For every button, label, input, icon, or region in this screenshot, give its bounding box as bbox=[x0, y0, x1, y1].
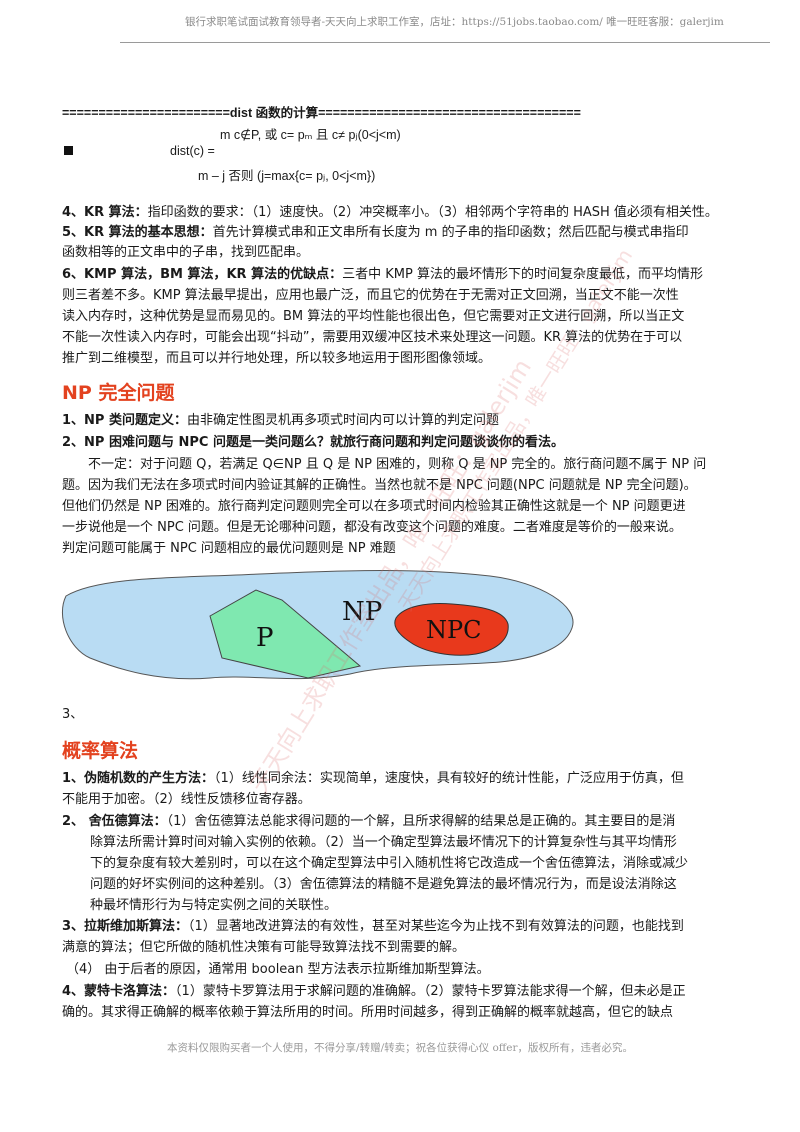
kr-item-5-cont: 函数相等的正文串中的子串，找到匹配串。 bbox=[62, 245, 310, 260]
prob-item-4: 4、蒙特卡洛算法：（1）蒙特卡罗算法用于求解问题的准确解。（2）蒙特卡罗算法能求… bbox=[62, 984, 686, 999]
prob-item-4-l2: 确的。其求得正确解的概率依赖于算法所用的时间。所用时间越多，得到正确解的概率就越… bbox=[62, 1005, 674, 1020]
dist-case-1: m c∉P, 或 c= pₘ 且 c≠ pⱼ(0<j<m) bbox=[220, 128, 401, 142]
np-paragraph-2: 题。因为我们无法在多项式时间内验证其解的正确性。当然也就不是 NPC 问题(NP… bbox=[62, 478, 697, 493]
kr-item-6-l5: 推广到二维模型，而且可以并行地处理，所以较多地运用于图形图像领域。 bbox=[62, 351, 492, 366]
bullet-square-icon bbox=[64, 146, 73, 155]
dist-definition: dist(c) = bbox=[170, 144, 215, 158]
diagram-label-p: P bbox=[256, 623, 274, 653]
np-paragraph-4: 一步说他是一个 NPC 问题。但是无论哪种问题，都没有改变这个问题的难度。二者难… bbox=[62, 520, 682, 535]
prob-item-1-cont: 不能用于加密。（2）线性反馈移位寄存器。 bbox=[62, 792, 311, 807]
p-region bbox=[209, 589, 362, 679]
npc-region bbox=[394, 603, 509, 656]
prob-item-3-l3: （4） 由于后者的原因，通常用 boolean 型方法表示拉斯维加斯型算法。 bbox=[66, 962, 490, 977]
diagram-label-npc: NPC bbox=[426, 616, 482, 644]
np-item-1: 1、NP 类问题定义：由非确定性图灵机再多项式时间内可以计算的判定问题 bbox=[62, 413, 499, 428]
kr-item-4: 4、KR 算法：指印函数的要求：（1）速度快。（2）冲突概率小。（3）相邻两个字… bbox=[62, 205, 718, 220]
page-footer: 本资料仅限购买者一个人使用，不得分享/转赠/转卖；祝各位获得心仪 offer，版… bbox=[167, 1042, 633, 1054]
np-complexity-diagram: NP P NPC bbox=[61, 570, 574, 680]
prob-item-3: 3、拉斯维加斯算法：（1）显著地改进算法的有效性，甚至对某些迄今为止找不到有效算… bbox=[62, 919, 684, 934]
prob-heading: 概率算法 bbox=[62, 740, 139, 762]
kr-item-6-l3: 读入内存时，这种优势是显而易见的。BM 算法的平均性能也很出色，但它需要对正文进… bbox=[62, 309, 685, 324]
prob-item-2-l5: 种最坏情形行为与特定实例之间的关联性。 bbox=[90, 898, 338, 913]
np-paragraph-3: 但他们仍然是 NP 困难的。旅行商判定问题则完全可以在多项式时间内检验其正确性这… bbox=[62, 499, 686, 514]
prob-item-1: 1、伪随机数的产生方法：（1）线性同余法：实现简单，速度快，具有较好的统计性能，… bbox=[62, 771, 684, 786]
np-paragraph-5: 判定问题可能属于 NPC 问题相应的最优问题则是 NP 难题 bbox=[62, 541, 396, 556]
np-paragraph-1: 不一定：对于问题 Q，若满足 Q∈NP 且 Q 是 NP 困难的，则称 Q 是 … bbox=[88, 457, 707, 472]
kr-item-6-l2: 则三者差不多。KMP 算法最早提出，应用也最广泛，而且它的优势在于无需对正文回溯… bbox=[62, 288, 679, 303]
header-divider bbox=[120, 42, 770, 43]
prob-item-2: 2、 舍伍德算法：（1）舍伍德算法总能求得问题的一个解，且所求得解的结果总是正确… bbox=[62, 814, 676, 829]
kr-item-5: 5、KR 算法的基本思想：首先计算模式串和正文串所有长度为 m 的子串的指印函数… bbox=[62, 225, 689, 240]
prob-item-2-l2: 除算法所需计算时间对输入实例的依赖。（2）当一个确定型算法最坏情况下的计算复杂性… bbox=[90, 835, 677, 850]
np-item-3: 3、 bbox=[62, 707, 84, 722]
dist-title: =======================dist 函数的计算=======… bbox=[62, 106, 581, 120]
np-item-2: 2、NP 困难问题与 NPC 问题是一类问题么？就旅行商问题和判定问题谈谈你的看… bbox=[62, 435, 564, 450]
prob-item-3-l2: 满意的算法；但它所做的随机性决策有可能导致算法找不到需要的解。 bbox=[62, 940, 466, 955]
prob-item-2-l4: 问题的好坏实例间的这种差别。（3）舍伍德算法的精髓不是避免算法的最坏情况行为，而… bbox=[90, 877, 677, 892]
prob-item-2-l3: 下的复杂度有较大差别时，可以在这个确定型算法中引入随机性将它改造成一个舍伍德算法… bbox=[90, 856, 689, 871]
kr-item-6: 6、KMP 算法，BM 算法，KR 算法的优缺点：三者中 KMP 算法的最坏情形… bbox=[62, 267, 703, 282]
kr-item-6-l4: 不能一次性读入内存时，可能会出现“抖动”，需要用双缓冲区技术来处理这一问题。KR… bbox=[62, 330, 683, 345]
dist-case-2: m – j 否则 (j=max{c= pⱼ, 0<j<m}) bbox=[198, 169, 376, 183]
page-header: 银行求职笔试面试教育领导者-天天向上求职工作室，店址：https://51job… bbox=[185, 16, 724, 28]
np-heading: NP 完全问题 bbox=[62, 382, 175, 404]
diagram-label-np: NP bbox=[342, 597, 382, 627]
